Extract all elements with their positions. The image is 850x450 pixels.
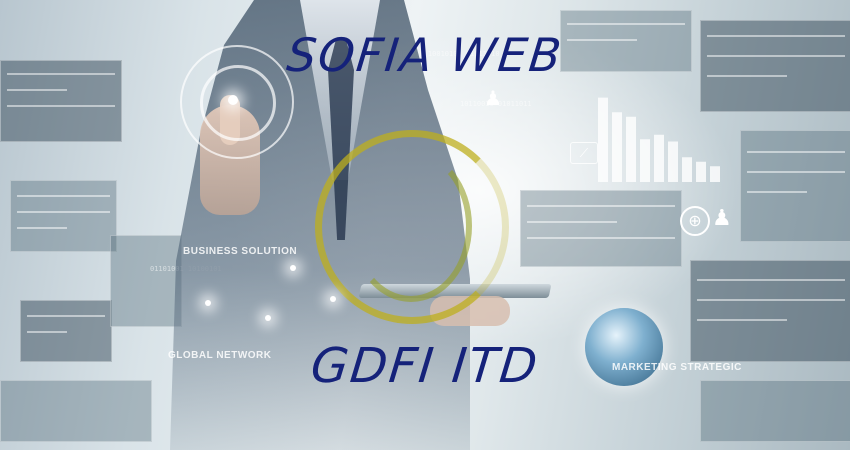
hud-panel xyxy=(0,60,122,142)
business-solution-label: BUSINESS SOLUTION xyxy=(183,246,298,257)
hud-panel xyxy=(740,130,850,242)
globe-graphic xyxy=(585,308,663,386)
chart-bar xyxy=(640,139,650,182)
gold-ring-logo xyxy=(315,130,509,324)
binary-text: 01001010 10010101 01011010 xyxy=(390,50,500,58)
binary-text: 10110010 01011011 xyxy=(460,100,532,108)
network-node xyxy=(330,296,336,302)
chart-bar xyxy=(682,157,692,182)
network-node xyxy=(205,300,211,306)
hud-panel xyxy=(110,235,182,327)
person-icon: ♟ xyxy=(484,86,502,110)
logo-inner-ring xyxy=(350,150,472,302)
hud-panel xyxy=(700,20,850,112)
chart-bar xyxy=(598,97,608,182)
network-node xyxy=(265,315,271,321)
touch-ring-icon xyxy=(200,65,276,141)
chart-bar xyxy=(696,161,706,182)
chart-bar xyxy=(710,166,720,182)
hud-panel xyxy=(700,380,850,442)
title-gdfi-itd: GDFI ITD xyxy=(308,338,542,394)
chart-bar xyxy=(626,116,636,182)
hud-panel xyxy=(20,300,112,362)
touch-ring-icon xyxy=(180,45,294,159)
person-icon: ♟ xyxy=(712,206,732,231)
bar-chart xyxy=(598,97,720,182)
network-node xyxy=(290,265,296,271)
chart-bar xyxy=(654,134,664,182)
touch-point xyxy=(228,95,238,105)
marketing-strategic-label: MARKETING STRATEGIC xyxy=(612,362,742,373)
hud-panel xyxy=(690,260,850,362)
globe-icon: ⊕ xyxy=(680,206,710,236)
hud-panel xyxy=(560,10,692,72)
hud-panel xyxy=(0,380,152,442)
hud-panel xyxy=(10,180,117,252)
hud-panel xyxy=(520,190,682,267)
chart-bar xyxy=(668,141,678,182)
line-chart-icon: ⟋ xyxy=(570,142,598,164)
title-sofia-web: SOFIA WEB xyxy=(284,28,566,82)
global-network-label: GLOBAL NETWORK xyxy=(168,350,272,361)
chart-bar xyxy=(612,112,622,182)
